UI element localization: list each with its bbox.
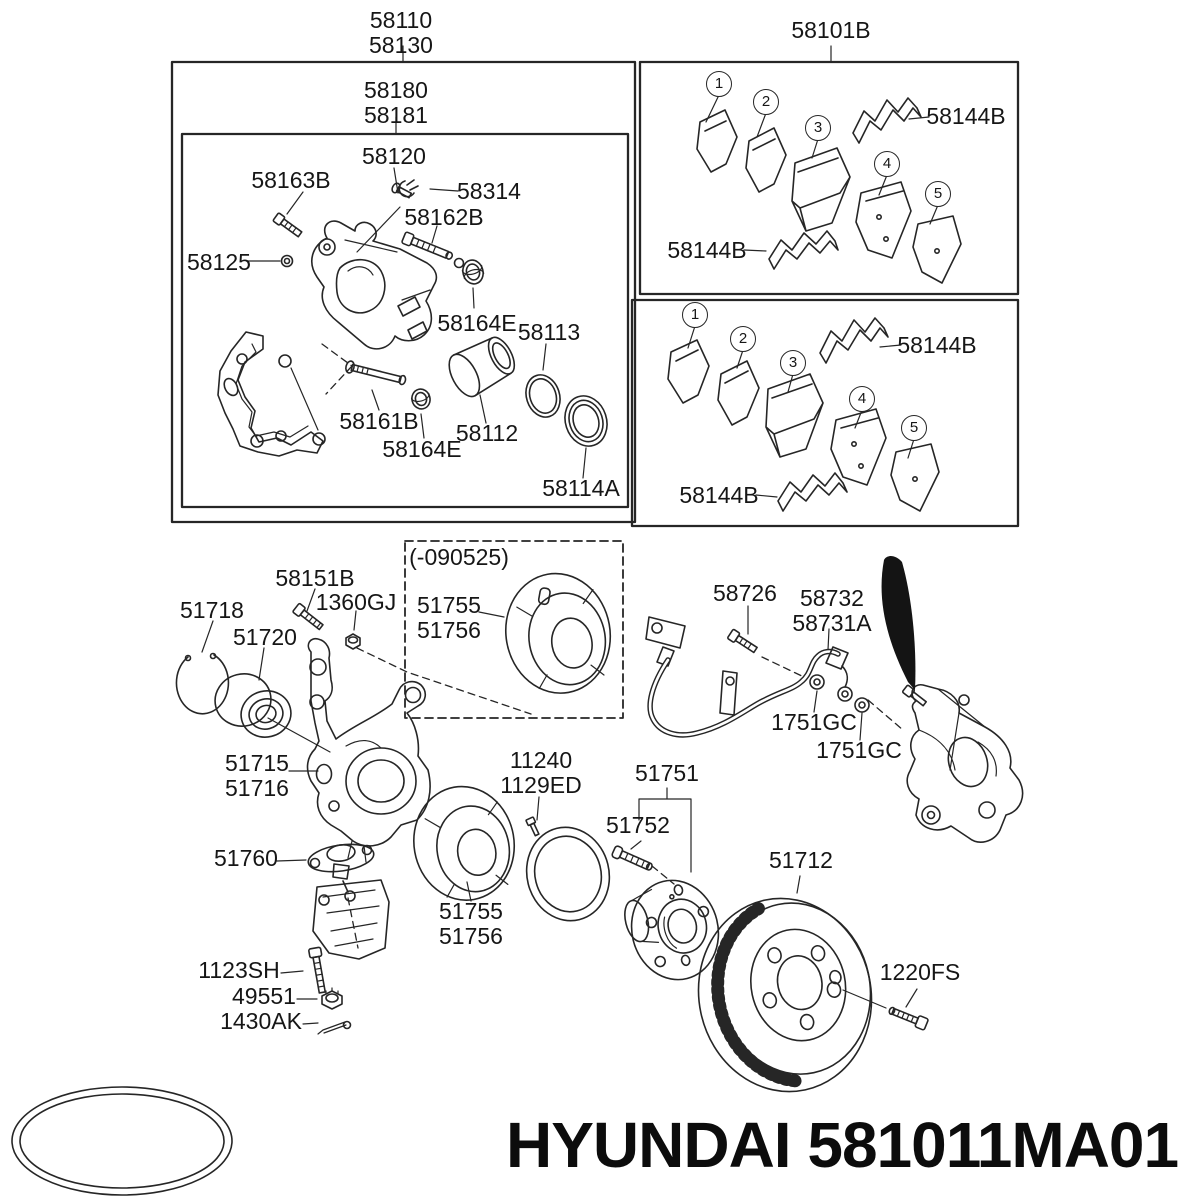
- part-label-58144B-4: 58144B: [679, 482, 759, 508]
- part-label-58151B: 58151B: [275, 565, 355, 591]
- washer-58125-drawing: [280, 254, 294, 268]
- pad-item-marker-5-lower: 5: [901, 415, 927, 441]
- rotor-51712-drawing: [697, 897, 873, 1093]
- part-label-51751: 51751: [635, 760, 699, 786]
- part-label-58164E-lower: 58164E: [382, 436, 462, 462]
- hub-51751-drawing: [624, 879, 720, 981]
- part-label-51712: 51712: [769, 847, 833, 873]
- part-label-58162B: 58162B: [404, 204, 484, 230]
- part-label-58125: 58125: [187, 249, 251, 275]
- pad-item-marker-1-lower: 1: [682, 302, 708, 328]
- bearing-51720-drawing: [214, 673, 292, 738]
- part-label-58113: 58113: [517, 319, 581, 345]
- piston-58112-drawing: [448, 336, 516, 398]
- bolt-1123SH-drawing: [308, 946, 327, 994]
- part-label-11240-1129ED: 11240 1129ED: [500, 747, 582, 799]
- brake-hose-drawing: [645, 616, 853, 738]
- hyundai-logo: [11, 1086, 233, 1196]
- part-label-58163B: 58163B: [251, 167, 331, 193]
- part-label-58180-58181: 58180 58181: [364, 77, 428, 129]
- part-label-51755-51756-upper: 51755 51756: [417, 592, 481, 644]
- bolt-58151B-drawing: [292, 602, 324, 631]
- boot-58114A-drawing: [564, 395, 608, 447]
- pad-set-upper-drawing: [696, 97, 962, 284]
- stud-51752-drawing: [611, 845, 653, 871]
- part-label-58110-58130: 58110 58130: [369, 7, 433, 59]
- castle-nut-49551-drawing: [321, 987, 343, 1010]
- part-label-1430AK: 1430AK: [220, 1008, 302, 1034]
- part-label-58144B-3: 58144B: [897, 332, 977, 358]
- boot-58164E-lower-drawing: [410, 388, 431, 410]
- part-label-58164E-upper: 58164E: [437, 310, 517, 336]
- pad-item-marker-4-lower: 4: [849, 386, 875, 412]
- washer-1751GC-1-drawing: [809, 674, 825, 690]
- bolt-58726-drawing: [727, 628, 758, 654]
- dust-shield-lower-drawing: [413, 785, 516, 901]
- caliper-carrier-drawing: [217, 331, 326, 457]
- part-label-58726: 58726: [713, 580, 777, 606]
- caliper-assembled-drawing: [902, 684, 1024, 843]
- part-label-51752: 51752: [606, 812, 670, 838]
- boot-58164E-upper-drawing: [461, 259, 485, 285]
- part-label-1220FS: 1220FS: [879, 959, 961, 985]
- part-label-51720: 51720: [233, 624, 297, 650]
- pad-item-marker-5-upper: 5: [925, 181, 951, 207]
- part-label-58114A: 58114A: [542, 475, 620, 501]
- leader-lines: [201, 45, 939, 1025]
- part-label-58144B-1: 58144B: [926, 103, 1006, 129]
- bolt-58162B-drawing: [401, 231, 454, 260]
- pad-item-marker-2-upper: 2: [753, 89, 779, 115]
- caliper-body-drawing: [311, 220, 438, 350]
- footer-brand-part-number: HYUNDAI 581011MA01: [506, 1109, 1179, 1181]
- guide-bolt-58163B-drawing: [272, 212, 303, 238]
- part-label-51760: 51760: [214, 845, 278, 871]
- snap-ring-51718-drawing: [175, 652, 230, 715]
- dust-shield-upper-drawing: [504, 572, 612, 694]
- pad-item-marker-3-upper: 3: [805, 115, 831, 141]
- part-label-58161B: 58161B: [339, 408, 419, 434]
- part-label-51718: 51718: [180, 597, 244, 623]
- nut-1360GJ-drawing: [345, 633, 361, 650]
- pad-set-lower-drawing: [667, 317, 940, 512]
- bolt-1220FS-drawing: [888, 1006, 929, 1031]
- part-label-58732-58731A: 58732 58731A: [792, 585, 872, 637]
- part-label-1751GC-2: 1751GC: [816, 737, 902, 763]
- knuckle-drawing: [306, 637, 431, 863]
- part-label-58120: 58120: [362, 143, 426, 169]
- part-label-58144B-2: 58144B: [667, 237, 747, 263]
- part-label-58112: 58112: [455, 420, 519, 446]
- part-label-51715-51716: 51715 51716: [225, 750, 289, 802]
- pad-item-marker-3-lower: 3: [780, 350, 806, 376]
- washer-1751GC-2-drawing: [854, 697, 870, 713]
- bolt-11240-drawing: [525, 816, 540, 837]
- guide-rod-58161B-drawing: [345, 360, 407, 386]
- ball-joint-51760-drawing: [307, 843, 375, 902]
- clip-58314-drawing: [398, 179, 419, 198]
- swoosh-arrow: [881, 556, 916, 690]
- pad-item-marker-4-upper: 4: [874, 151, 900, 177]
- part-label-58101B: 58101B: [791, 17, 871, 43]
- part-label-49551: 49551: [232, 983, 296, 1009]
- washer-small-drawing: [453, 257, 465, 269]
- part-label-51755-51756-lower: 51755 51756: [439, 898, 503, 950]
- seal-58113-drawing: [525, 374, 561, 418]
- part-label-1751GC-1: 1751GC: [771, 709, 857, 735]
- part-label-1123SH: 1123SH: [198, 957, 280, 983]
- seal-ring-drawing: [525, 826, 611, 922]
- cotter-pin-1430AK-drawing: [317, 1020, 352, 1035]
- pad-item-marker-2-lower: 2: [730, 326, 756, 352]
- part-label-58314: 58314: [457, 178, 521, 204]
- arm-bracket-drawing: [312, 879, 390, 960]
- date-note-label: (-090525): [409, 544, 509, 570]
- part-label-1360GJ: 1360GJ: [315, 589, 397, 615]
- pad-item-marker-1-upper: 1: [706, 71, 732, 97]
